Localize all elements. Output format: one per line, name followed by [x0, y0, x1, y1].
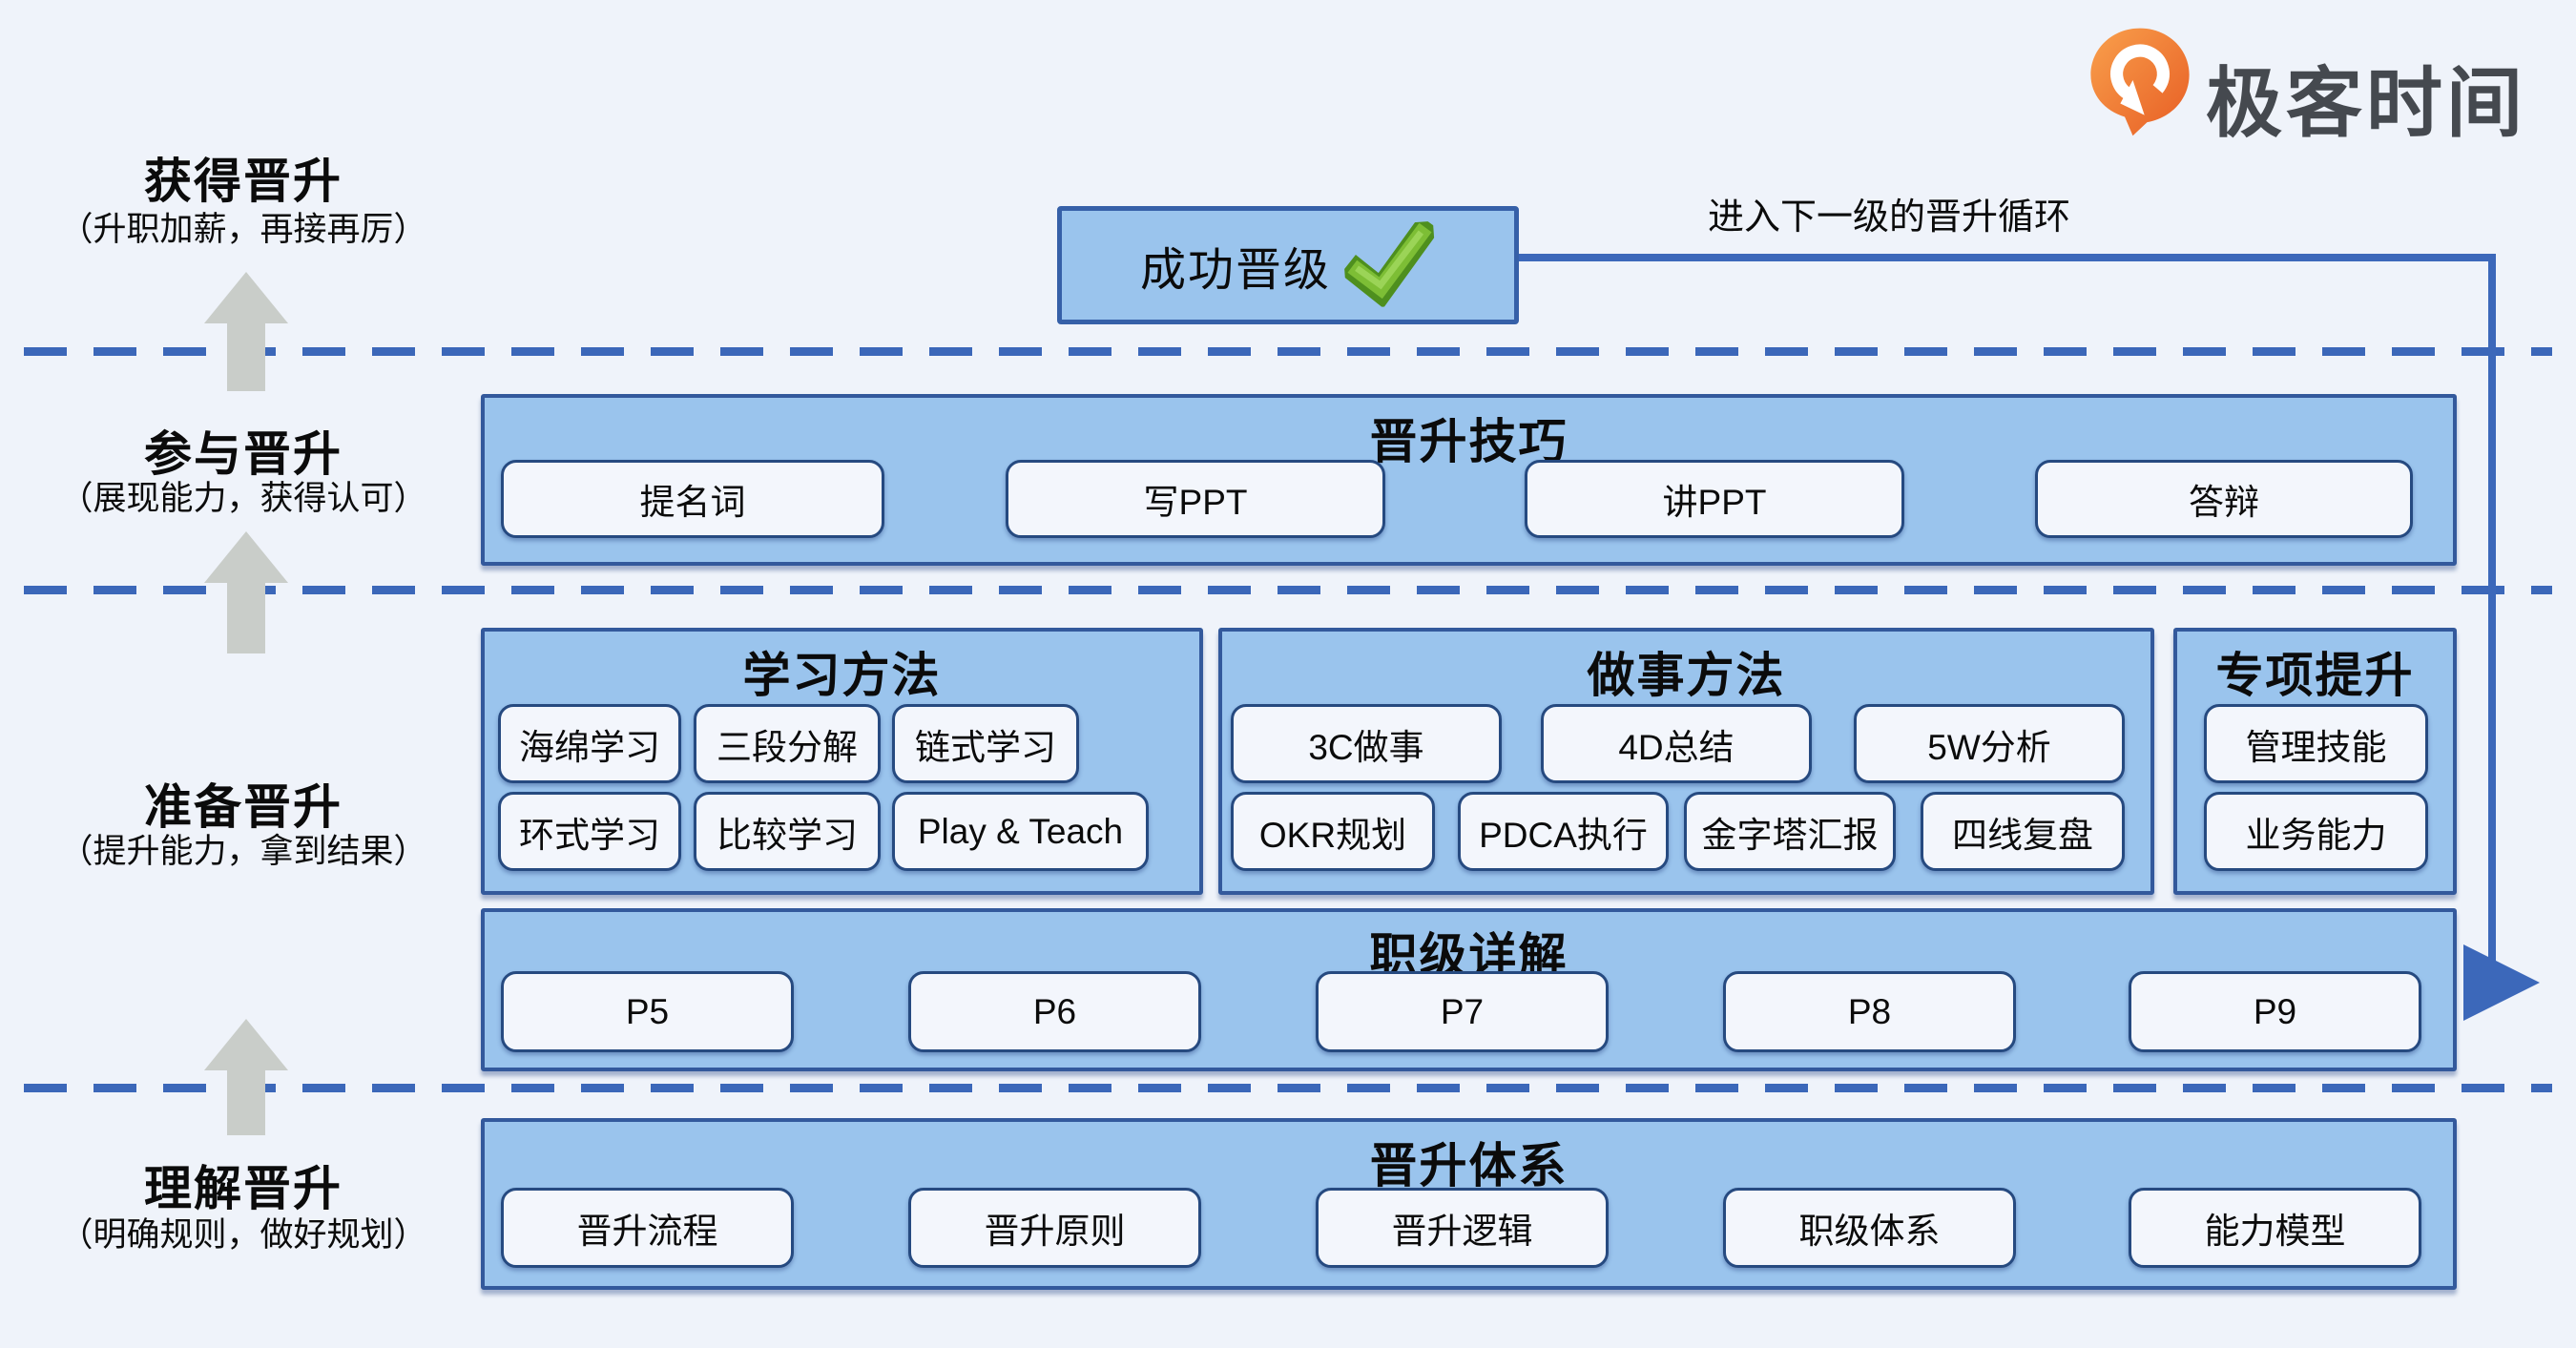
- system-node: 晋升逻辑: [1316, 1188, 1609, 1268]
- doing-node: 3C做事: [1231, 704, 1502, 783]
- dashed-separator-3: [24, 1084, 2552, 1092]
- system-node: 能力模型: [2129, 1188, 2421, 1268]
- arrow-shaft: [227, 583, 265, 653]
- stage-subtitle-2: （展现能力，获得认可）: [59, 480, 427, 517]
- loop-label: 进入下一级的晋升循环: [1707, 197, 2070, 238]
- learning-node: 环式学习: [498, 792, 681, 871]
- arrow-head: [204, 531, 288, 583]
- doing-node: PDCA执行: [1458, 792, 1669, 871]
- up-arrow-1: [200, 272, 292, 391]
- system-node: 职级体系: [1723, 1188, 2016, 1268]
- panel-special-title: 专项提升: [2215, 649, 2415, 702]
- dashed-separator-1: [24, 347, 2552, 356]
- stage-subtitle-1: （升职加薪，再接再厉）: [59, 211, 427, 248]
- up-arrow-2: [200, 531, 292, 653]
- arrow-shaft: [227, 1070, 265, 1135]
- learning-node: 海绵学习: [498, 704, 681, 783]
- level-node: P6: [908, 971, 1201, 1052]
- geektime-logo-icon: [2090, 28, 2190, 136]
- level-node: P8: [1723, 971, 2016, 1052]
- skills-node: 提名词: [501, 460, 884, 538]
- green-check-icon: [1341, 220, 1439, 309]
- up-arrow-3: [200, 1019, 292, 1135]
- doing-node: 5W分析: [1854, 704, 2125, 783]
- learning-node: 链式学习: [892, 704, 1079, 783]
- success-box: 成功晋级: [1057, 206, 1519, 324]
- stage-subtitle-3: （提升能力，拿到结果）: [59, 833, 427, 870]
- brand-name: 极客时间: [2206, 61, 2526, 146]
- doing-node: OKR规划: [1231, 792, 1435, 871]
- stage-title-4: 理解晋升: [144, 1162, 343, 1215]
- doing-node: 金字塔汇报: [1684, 792, 1896, 871]
- stage-title-2: 参与晋升: [144, 427, 343, 481]
- panel-learning-title: 学习方法: [742, 649, 942, 702]
- skills-node: 写PPT: [1006, 460, 1385, 538]
- panel-system-title: 晋升体系: [1369, 1139, 1568, 1192]
- system-node: 晋升原则: [908, 1188, 1201, 1268]
- stage-title-3: 准备晋升: [144, 780, 343, 834]
- stage-subtitle-4: （明确规则，做好规划）: [59, 1216, 427, 1254]
- skills-node: 答辩: [2035, 460, 2413, 538]
- level-node: P7: [1316, 971, 1609, 1052]
- success-label: 成功晋级: [1139, 245, 1331, 296]
- learning-node: 比较学习: [694, 792, 881, 871]
- learning-node: 三段分解: [694, 704, 881, 783]
- stage-title-1: 获得晋升: [144, 155, 343, 208]
- level-node: P5: [501, 971, 794, 1052]
- skills-node: 讲PPT: [1525, 460, 1904, 538]
- learning-node: Play & Teach: [892, 792, 1149, 871]
- panel-skills-title: 晋升技巧: [1369, 415, 1568, 468]
- arrow-head: [204, 272, 288, 323]
- level-node: P9: [2129, 971, 2421, 1052]
- arrow-shaft: [227, 323, 265, 391]
- doing-node: 4D总结: [1541, 704, 1812, 783]
- arrow-head: [204, 1019, 288, 1070]
- special-node: 业务能力: [2204, 792, 2428, 871]
- system-node: 晋升流程: [501, 1188, 794, 1268]
- doing-node: 四线复盘: [1921, 792, 2125, 871]
- dashed-separator-2: [24, 586, 2552, 594]
- special-node: 管理技能: [2204, 704, 2428, 783]
- panel-doing-title: 做事方法: [1587, 649, 1786, 702]
